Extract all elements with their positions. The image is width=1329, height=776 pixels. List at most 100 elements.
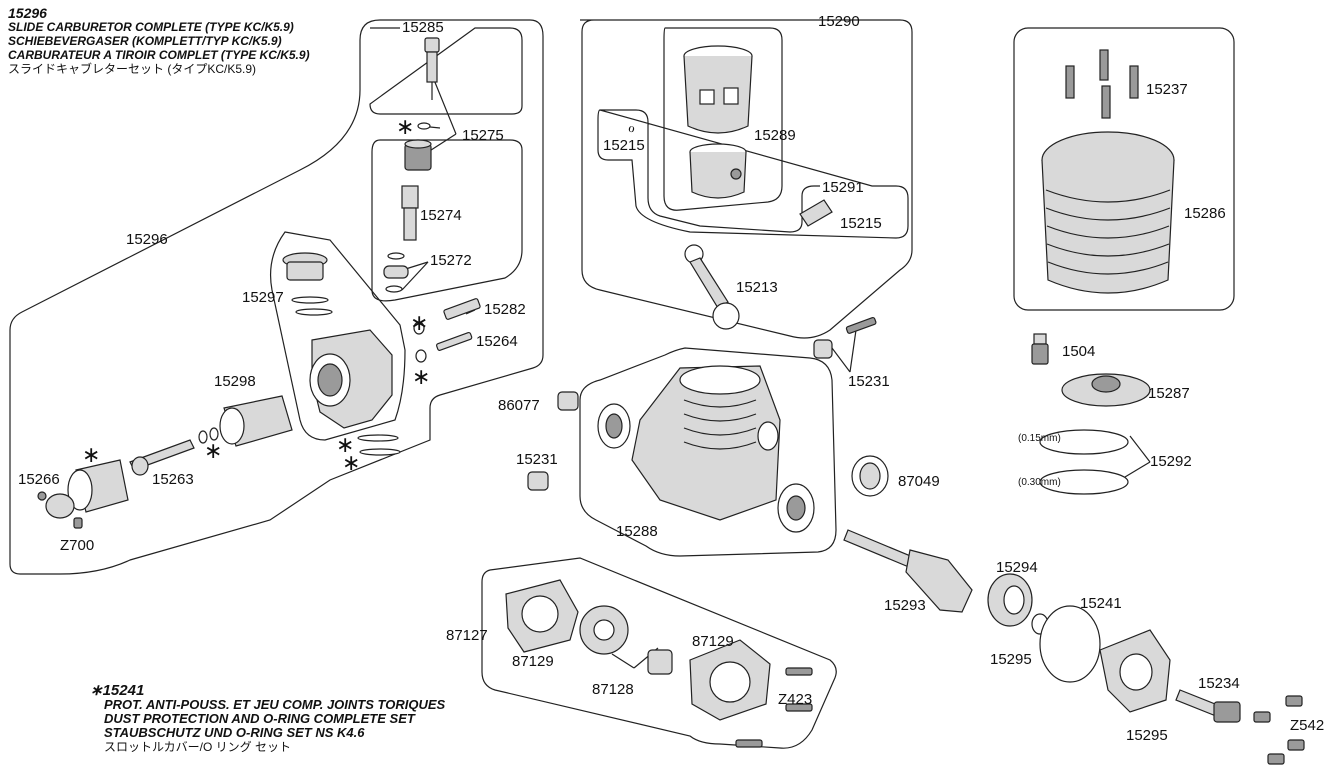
connecting-rod-15213 [684,244,740,330]
label-15264: 15264 [476,333,518,350]
label-87129b: 87129 [692,633,734,650]
label-15294: 15294 [996,559,1038,576]
throttle-shaft-15298 [219,395,293,447]
cylinder-liner-group-outline [663,27,783,211]
cylinder-liner-15289 [683,45,753,134]
carburetor-title-block: 15296 SLIDE CARBURETOR COMPLETE (TYPE KC… [8,6,310,76]
bearing-front [597,403,631,449]
bushing-86077 [557,391,579,411]
cylinder-head-15286 [1041,131,1175,294]
star-marker-7: ∗ [82,442,100,467]
label-15297: 15297 [242,289,284,306]
screws-15237 [1065,49,1139,119]
leader-lines [395,69,1151,669]
shim-015 [1039,429,1129,455]
throttle-slide-15297 [282,252,333,316]
label-z700: Z700 [60,537,94,554]
star-marker-6: ∗ [204,438,222,463]
title-line-en: SLIDE CARBURETOR COMPLETE (TYPE KC/K5.9) [8,20,294,34]
label-shim-030: (0.30mm) [1018,477,1061,488]
piston-15289 [689,143,747,199]
needle-group-outline [369,27,523,115]
head-button-15287 [1061,373,1151,407]
label-87129a: 87129 [512,653,554,670]
label-15296: 15296 [126,231,168,248]
label-z542: Z542 [1290,717,1324,734]
carburetor-body-outline [269,231,406,441]
o-ring-15275a [417,122,431,130]
label-15293: 15293 [884,597,926,614]
screw-15264 [436,331,473,351]
label-86077: 86077 [498,397,540,414]
label-15289: 15289 [754,127,796,144]
nipple-15272 [383,252,409,293]
label-15285: 15285 [402,19,444,36]
cover-87129 [689,639,771,721]
label-z423: Z423 [778,691,812,708]
screws-z423 [735,667,813,748]
label-15286: 15286 [1184,205,1226,222]
needle-holder-15274 [401,185,419,241]
piston-pin-group-outline [597,109,909,239]
idle-screw-15282 [443,298,481,320]
shaft-15234 [1175,689,1241,723]
carburetor-part-number: 15296 [8,5,47,21]
carburetor-body [309,329,393,429]
label-15231b: 15231 [516,451,558,468]
bearing-rear [777,483,815,533]
star-marker-5: ∗ [342,450,360,475]
screws-z542 [1253,695,1305,765]
star-marker-2: ∗ [410,310,428,335]
needle-15285 [424,37,440,100]
bushing-87128 [647,649,673,675]
piston-group-outline [580,19,913,339]
screw-z700 [73,517,83,529]
label-15290: 15290 [818,13,860,30]
spring-15275 [404,139,432,171]
note-line-fr: PROT. ANTI-POUSS. ET JEU COMP. JOINTS TO… [104,697,446,712]
o-ring-15264 [415,349,427,363]
gear-87128 [579,605,629,655]
label-15234: 15234 [1198,675,1240,692]
label-15213: 15213 [736,279,778,296]
label-87049: 87049 [898,473,940,490]
label-15237: 15237 [1146,81,1188,98]
title-line-jp: スライドキャブレターセット (タイプKC/K5.9) [8,62,257,76]
label-15231a: 15231 [848,373,890,390]
orings-body [357,434,401,456]
glow-plug-1504 [1031,333,1049,365]
note-part-number: ∗15241 [90,682,145,699]
title-line-fr: CARBURATEUR A TIROIR COMPLET (TYPE KC/K5… [8,48,310,62]
label-15291: 15291 [822,179,864,196]
label-15266: 15266 [18,471,60,488]
label-15272: 15272 [430,252,472,269]
label-15287: 15287 [1148,385,1190,402]
dust-cover-15266 [37,459,129,519]
bushing-15231a [813,317,877,359]
slide-15263 [129,439,195,476]
rear-plate-15294 [987,573,1033,627]
rear-cover-group-outline [481,557,837,749]
label-15298: 15298 [214,373,256,390]
o-ring-15282 [413,321,425,335]
needle-valve-group-outline [371,139,523,302]
rear-housing-87127 [505,579,579,653]
cylinder-head-group-outline [1013,27,1235,311]
title-line-de: SCHIEBEVERGASER (KOMPLETT/TYP KC/K5.9) [8,34,282,48]
seal-87049 [851,455,889,497]
label-15295a: 15295 [990,651,1032,668]
note-line-en: DUST PROTECTION AND O-RING COMPLETE SET [104,711,415,726]
carburetor-group-outline [9,19,544,575]
crankcase-group-outline [579,347,837,557]
label-87127: 87127 [446,627,488,644]
label-1504: 1504 [1062,343,1095,360]
note-line-de: STAUBSCHUTZ UND O-RING SET NS K4.6 [104,725,365,740]
dust-protection-note-block: ∗15241 PROT. ANTI-POUSS. ET JEU COMP. JO… [90,682,446,754]
label-15275: 15275 [462,127,504,144]
star-marker-1: ∗ [396,114,414,139]
rear-cover-15295 [1099,629,1171,713]
label-15274: 15274 [420,207,462,224]
label-15292: 15292 [1150,453,1192,470]
